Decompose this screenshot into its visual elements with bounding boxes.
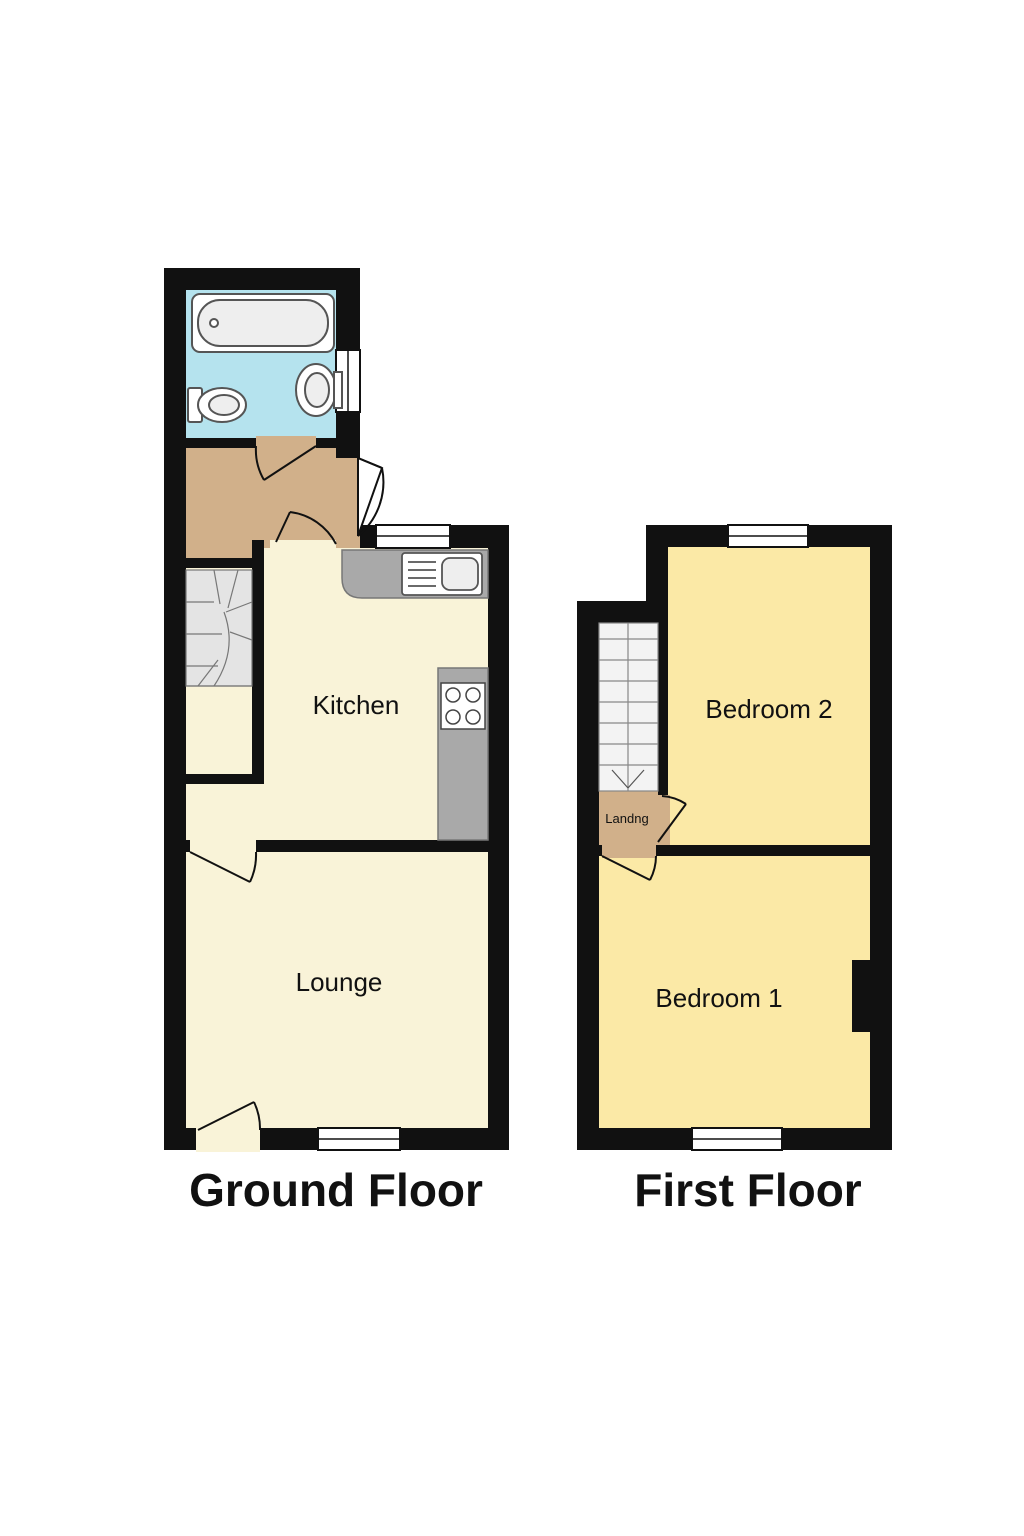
bedroom2-label: Bedroom 2 (705, 694, 832, 724)
landing-label: Landng (605, 811, 648, 826)
ground-floor-plan: Kitchen Lounge Ground Floor (164, 268, 509, 1216)
ground-floor-title: Ground Floor (189, 1164, 483, 1216)
wall-hall-stair (186, 558, 262, 568)
door-gap-bathroom (256, 436, 316, 450)
window-bedroom1 (691, 1127, 783, 1151)
hob-icon (440, 682, 486, 730)
wall-stair-kitchen (252, 540, 264, 784)
wall-pier (336, 420, 358, 458)
bedroom1-label: Bedroom 1 (655, 983, 782, 1013)
wall-bedrooms (599, 845, 870, 856)
window-bedroom2 (727, 524, 809, 548)
door-gap-bedroom1 (602, 843, 656, 858)
kitchen-counter-side (437, 667, 489, 841)
door-front (197, 1101, 262, 1131)
door-bathroom (254, 445, 317, 481)
wall-kitchen-lounge (186, 840, 488, 852)
kitchen-counter-top (341, 549, 489, 599)
first-floor-title: First Floor (634, 1164, 862, 1216)
bedroom2-floor (668, 547, 870, 845)
hallway-floor (186, 784, 266, 840)
bath-icon (191, 293, 335, 353)
window-kitchen (375, 524, 451, 549)
toilet-icon (187, 387, 247, 423)
chimney-breast (852, 960, 870, 1032)
lounge-label: Lounge (296, 967, 383, 997)
door-gap-rear (336, 458, 360, 548)
lounge-floor (186, 852, 488, 1128)
door-lounge (189, 851, 258, 883)
stairs-ground (185, 569, 253, 687)
window-lounge (317, 1127, 401, 1151)
door-gap-front (196, 1126, 260, 1152)
door-gap-bedroom2 (656, 795, 670, 845)
first-floor-plan: Bedroom 2 Bedroom 1 Landng First Floor (577, 524, 892, 1216)
door-kitchen (275, 511, 337, 545)
door-gap-lounge (190, 838, 256, 854)
bedroom1-floor (599, 856, 870, 1128)
stairs-first (598, 622, 659, 792)
door-gap-kitchen (270, 540, 336, 552)
wall-stair-bedroom2 (658, 547, 668, 847)
door-bedroom1 (601, 855, 657, 881)
rear-hall-floor (186, 448, 336, 558)
basin-icon (295, 363, 343, 417)
sink-icon (401, 552, 483, 596)
door-rear-exterior (357, 456, 385, 537)
door-bedroom2 (657, 795, 687, 843)
kitchen-label: Kitchen (313, 690, 400, 720)
wall-stair-bottom (186, 774, 264, 784)
